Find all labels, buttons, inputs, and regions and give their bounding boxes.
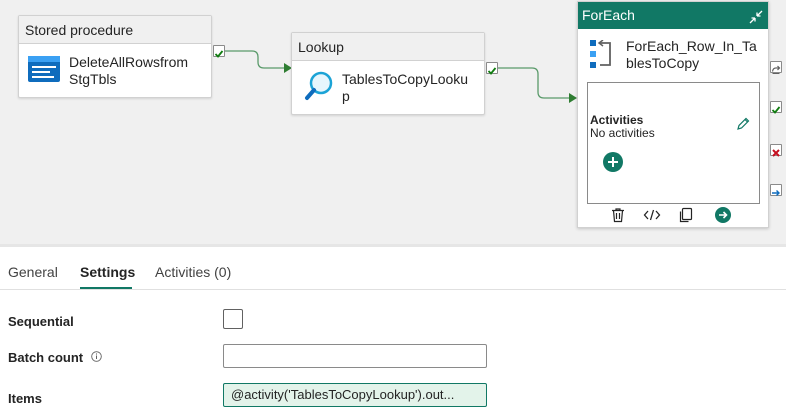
skip-icon[interactable] xyxy=(770,61,782,74)
info-icon[interactable] xyxy=(90,350,102,365)
activity-type-header: Stored procedure xyxy=(19,16,211,44)
foreach-icon xyxy=(590,39,614,73)
connector-arrow-lookup xyxy=(284,63,292,73)
stored-procedure-icon xyxy=(28,56,60,87)
collapse-icon[interactable] xyxy=(748,7,764,34)
items-label: Items xyxy=(8,391,42,406)
items-expression-input[interactable]: @activity('TablesToCopyLookup').out... xyxy=(223,383,487,407)
activity-name-line2: p xyxy=(342,88,350,104)
add-activity-icon[interactable] xyxy=(603,152,623,177)
lookup-search-icon xyxy=(304,71,334,108)
panel-splitter[interactable] xyxy=(0,244,786,247)
activity-name: DeleteAllRowsfrom StgTbls xyxy=(69,54,188,88)
connector-sp-to-lookup xyxy=(225,50,286,69)
batch-count-input[interactable] xyxy=(223,344,487,368)
pipeline-canvas[interactable]: Stored procedure DeleteAllRowsfrom StgTb… xyxy=(0,0,786,244)
foreach-activity[interactable]: ForEach ForEach_Row_In_Ta blesToCopy Ac xyxy=(577,1,769,228)
tab-general[interactable]: General xyxy=(8,264,58,280)
activity-name-line1: TablesToCopyLooku xyxy=(342,71,469,87)
connector-arrow-foreach xyxy=(569,93,577,103)
tab-activities[interactable]: Activities (0) xyxy=(155,264,232,280)
inner-activities-area[interactable]: Activities No activities xyxy=(587,82,760,204)
completion-icon[interactable] xyxy=(770,184,782,196)
activity-type-header: Lookup xyxy=(292,33,484,61)
success-output-check-icon[interactable] xyxy=(213,45,225,58)
properties-tabs: General Settings Activities (0) xyxy=(0,258,786,290)
activity-name: TablesToCopyLooku p xyxy=(342,71,468,105)
connector-lines xyxy=(225,50,577,103)
batch-count-label: Batch count xyxy=(8,350,102,365)
lookup-activity[interactable]: Lookup TablesToCopyLooku p xyxy=(291,32,485,115)
activity-name-line2: StgTbls xyxy=(69,71,117,87)
code-icon[interactable] xyxy=(643,207,661,228)
go-icon[interactable] xyxy=(715,207,731,228)
activity-name: ForEach_Row_In_Ta blesToCopy xyxy=(626,38,757,72)
batch-count-label-text: Batch count xyxy=(8,350,84,365)
success-output-check-icon[interactable] xyxy=(770,101,782,114)
success-output-check-icon[interactable] xyxy=(486,62,498,75)
activity-name-line1: ForEach_Row_In_Ta xyxy=(626,38,757,54)
active-tab-indicator xyxy=(80,287,132,289)
activities-empty-text: No activities xyxy=(590,126,655,140)
sequential-label: Sequential xyxy=(8,314,74,329)
delete-icon[interactable] xyxy=(610,207,626,228)
stored-procedure-activity[interactable]: Stored procedure DeleteAllRowsfrom StgTb… xyxy=(18,15,212,98)
activity-name-line2: blesToCopy xyxy=(626,55,700,71)
connector-lookup-to-foreach xyxy=(498,67,571,99)
foreach-header: ForEach xyxy=(578,2,768,29)
activity-type-header: ForEach xyxy=(582,7,635,23)
activities-title: Activities xyxy=(590,113,644,127)
tab-settings[interactable]: Settings xyxy=(80,264,136,280)
edit-icon[interactable] xyxy=(736,117,750,136)
activity-name-line1: DeleteAllRowsfrom xyxy=(69,54,189,70)
sequential-checkbox[interactable] xyxy=(223,309,243,329)
copy-icon[interactable] xyxy=(678,207,694,228)
fail-icon[interactable] xyxy=(770,144,782,157)
